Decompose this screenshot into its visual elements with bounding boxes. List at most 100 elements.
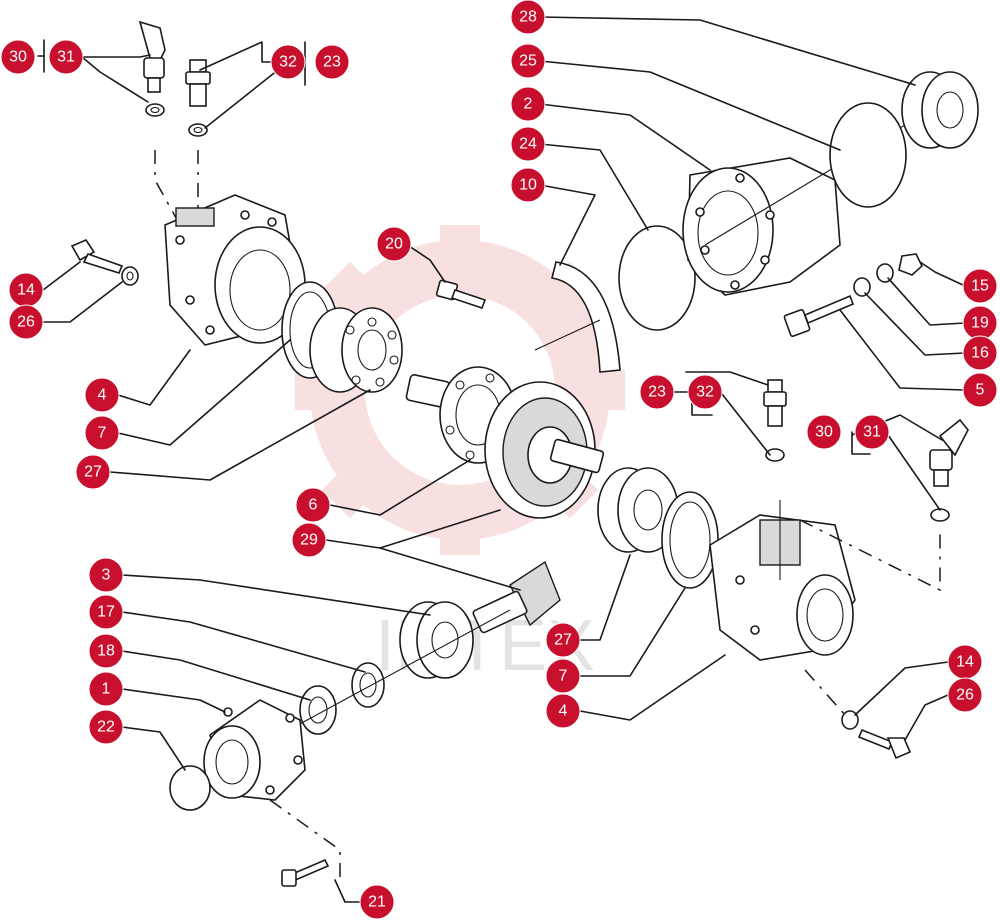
callout-label: 28 xyxy=(519,9,537,26)
callout-label: 20 xyxy=(385,236,403,253)
housing-right-2 xyxy=(682,157,841,296)
callout-badge: 22 xyxy=(88,709,124,745)
callout-badge: 32 xyxy=(270,44,306,80)
axis-line xyxy=(154,150,181,226)
callout-label: 3 xyxy=(102,567,111,584)
callout-badge: 21 xyxy=(359,884,395,920)
callout-badge: 20 xyxy=(376,226,412,262)
callout-label: 27 xyxy=(554,632,572,649)
callout-badge: 18 xyxy=(88,633,124,669)
callout-badge: 2 xyxy=(510,86,546,122)
callout-badge: 14 xyxy=(8,272,44,308)
lock-washer-19 xyxy=(876,263,894,283)
callout-label: 14 xyxy=(956,654,974,671)
callout-label: 23 xyxy=(648,384,666,401)
callout-label: 26 xyxy=(17,314,35,331)
callout-label: 31 xyxy=(57,49,75,66)
bolt-14-right xyxy=(857,728,912,760)
bearing-28 xyxy=(901,71,979,149)
callout-badge: 3 xyxy=(88,557,124,593)
bolt-20 xyxy=(435,279,487,310)
axis-line xyxy=(804,669,846,716)
callout-label: 17 xyxy=(97,604,115,621)
callout-badge: 4 xyxy=(545,693,581,729)
callout-label: 14 xyxy=(17,282,35,299)
callout-badge: 31 xyxy=(48,39,84,75)
breather-fitting-32 xyxy=(185,59,211,137)
callout-badge: 14 xyxy=(947,644,983,680)
callout-badge: 16 xyxy=(962,335,998,371)
callout-badge: 4 xyxy=(84,377,120,413)
callout-badge: 19 xyxy=(962,305,998,341)
callout-badge: 31 xyxy=(854,414,890,450)
nut-15 xyxy=(898,253,923,276)
callout-badge: 17 xyxy=(88,594,124,630)
breather-fitting-32-right xyxy=(763,379,787,462)
callout-badge: 5 xyxy=(962,372,998,408)
callout-badge: 26 xyxy=(947,677,983,713)
breather-fitting-31 xyxy=(138,20,166,117)
callout-label: 23 xyxy=(323,54,341,71)
callout-label: 2 xyxy=(524,96,533,113)
callout-label: 32 xyxy=(279,54,297,71)
housing-right-4 xyxy=(709,514,856,661)
callout-badge: 7 xyxy=(545,658,581,694)
callout-label: 19 xyxy=(971,315,989,332)
callout-badge: 30 xyxy=(0,39,36,75)
bolt-14 xyxy=(70,239,139,286)
ring-gear-29 xyxy=(484,381,605,519)
axis-line xyxy=(799,519,941,592)
callout-badge: 24 xyxy=(510,126,546,162)
washer-26 xyxy=(841,710,859,730)
axis-line xyxy=(269,799,341,880)
callout-badge: 30 xyxy=(806,414,842,450)
breather-fitting-31-right xyxy=(929,418,969,522)
callout-label: 25 xyxy=(519,53,537,70)
callout-label: 30 xyxy=(9,49,27,66)
o-ring-24 xyxy=(618,225,696,331)
callout-badge: 29 xyxy=(291,522,327,558)
leader-lines xyxy=(37,16,966,903)
callout-badge: 7 xyxy=(84,415,120,451)
callout-label: 24 xyxy=(519,136,537,153)
flange-1 xyxy=(203,699,306,801)
callout-badge: 23 xyxy=(639,374,675,410)
callout-badge: 27 xyxy=(75,454,111,490)
callout-badge: 23 xyxy=(314,44,350,80)
o-ring-22 xyxy=(169,765,211,811)
washer-17 xyxy=(351,662,385,708)
callout-badge: 1 xyxy=(88,671,124,707)
bearing-left xyxy=(309,307,403,393)
o-ring-25 xyxy=(829,102,907,208)
callout-badge: 32 xyxy=(687,374,723,410)
shim-segment-10 xyxy=(551,261,621,373)
callout-label: 16 xyxy=(971,345,989,362)
shim-right xyxy=(661,491,719,589)
callout-label: 32 xyxy=(696,384,714,401)
callout-label: 30 xyxy=(815,424,833,441)
axis-line xyxy=(534,319,601,351)
nut-18 xyxy=(299,685,337,735)
callout-label: 31 xyxy=(863,424,881,441)
bolt-21 xyxy=(281,858,330,887)
callout-badge: 15 xyxy=(962,268,998,304)
callout-label: 26 xyxy=(956,687,974,704)
callout-label: 1 xyxy=(102,681,111,698)
callout-label: 29 xyxy=(300,532,318,549)
callout-label: 7 xyxy=(559,668,568,685)
callout-badge: 6 xyxy=(295,487,331,523)
callout-label: 4 xyxy=(98,387,107,404)
callout-badge: 10 xyxy=(510,167,546,203)
callout-label: 6 xyxy=(309,497,318,514)
callout-label: 10 xyxy=(519,177,537,194)
callout-label: 5 xyxy=(976,382,985,399)
bearing-3 xyxy=(399,601,474,679)
callout-label: 21 xyxy=(368,894,386,911)
callout-badge: 25 xyxy=(510,43,546,79)
callout-label: 27 xyxy=(84,464,102,481)
bolt-5 xyxy=(783,294,855,337)
callout-badge: 26 xyxy=(8,304,44,340)
washer-16 xyxy=(853,277,871,297)
callout-label: 15 xyxy=(971,278,989,295)
